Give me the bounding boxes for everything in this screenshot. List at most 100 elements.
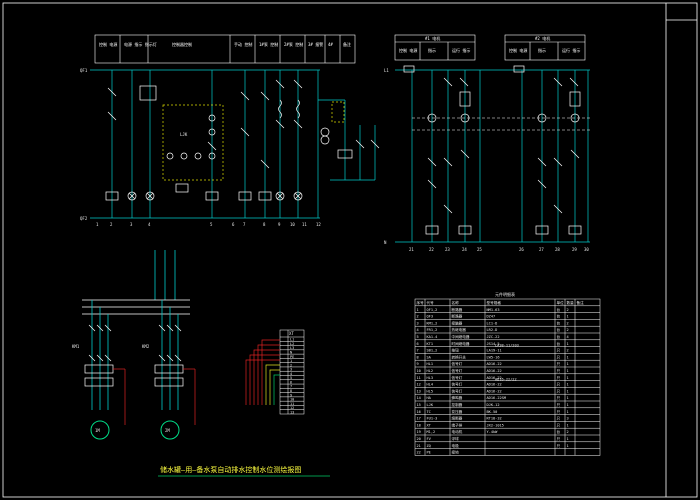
bom-cell: 10 — [417, 369, 421, 373]
bom-cell: 1 — [567, 444, 569, 448]
controller-box-label: LJK — [180, 132, 188, 137]
bom-cell: 熔断器 — [452, 416, 463, 421]
terminal-block-row: 9 — [290, 393, 292, 397]
bom-cell: 1 — [567, 423, 569, 427]
bom-cell: 14 — [417, 396, 421, 400]
bom-cell: TC — [427, 410, 431, 414]
bom-cell: 断路器 — [452, 314, 463, 319]
power-feed-lines — [154, 250, 176, 300]
bom-cell: 只 — [557, 396, 561, 400]
bom-cell: SA — [427, 355, 432, 359]
bom-cell: DZ47 — [487, 315, 496, 319]
terminal-block-row: 5 — [290, 376, 292, 380]
bom-cell: LC1-D — [487, 321, 498, 325]
bom-cell: 13 — [417, 389, 421, 393]
alarm-devices — [320, 101, 380, 159]
bom-cell: 9 — [417, 362, 419, 366]
terminal-block-row: L2 — [290, 342, 294, 346]
bom-cell: LJK — [427, 403, 434, 407]
bom-cell: 只 — [557, 417, 561, 421]
terminal-block-header: XT — [289, 331, 294, 336]
bom-cell: 20 — [417, 437, 421, 441]
bom-cell: 3 — [417, 321, 419, 325]
terminal-block-row: 1 — [290, 359, 292, 363]
pump2-branch — [161, 300, 179, 410]
bom-cell: 1 — [567, 389, 569, 393]
bom-cell: M1,2 — [427, 430, 436, 434]
bom-cell: 台 — [557, 341, 561, 346]
bom-grid — [414, 298, 601, 456]
bom-cell: 2 — [567, 430, 569, 434]
bom-cell: HL4 — [427, 383, 434, 387]
bom-cell: 只 — [557, 362, 561, 366]
terminal-block-row: 4 — [290, 372, 292, 376]
wl-buses — [395, 69, 590, 243]
bom-cell: 15 — [417, 403, 421, 407]
bom-cell: 只 — [557, 369, 561, 373]
bom-cell: QF3 — [427, 315, 434, 319]
bom-header-cell: 单位 — [557, 300, 565, 305]
bom-cell: 接地 — [452, 450, 460, 455]
wl-rungs — [411, 70, 589, 242]
wl2-header-cell-2: 运行 指示 — [562, 47, 580, 53]
wl-term-6: 27 — [539, 247, 544, 252]
terminal-block-row: 8 — [290, 389, 292, 393]
bom-cell: 中间继电器 — [452, 334, 470, 339]
bom-cell: 2 — [567, 321, 569, 325]
ctrl-term-5: 6 — [232, 222, 235, 227]
wl-interlock-lines — [412, 117, 590, 131]
ctrl-header-cell-1: 电源 指示 指示灯 — [124, 41, 157, 47]
wl2-header-cell-1: 指示 — [538, 47, 546, 53]
ctrl-term-7: 8 — [263, 222, 266, 227]
bom-cell: 只 — [557, 437, 561, 441]
bom-cell: JX2-1015 — [487, 423, 504, 427]
bom-cell: 接触器 — [452, 320, 463, 325]
bom-cell: 只 — [557, 355, 561, 359]
bom-cell: KM1,2 — [427, 321, 438, 325]
bom-cell: 台 — [557, 327, 561, 332]
bom-cell: 4 — [417, 328, 419, 332]
bom-cell: HL5 — [427, 389, 434, 393]
terminal-block-row: 6 — [290, 380, 292, 384]
bom-title: 元件明细表 — [495, 291, 515, 297]
terminal-block-row: 11 — [290, 402, 294, 406]
ctrl-header-cell-2: 控制器控制 — [172, 41, 192, 47]
bom-cell: 18 — [417, 423, 421, 427]
bom-cell: FU1-3 — [427, 417, 438, 421]
bom-cell: 只 — [557, 444, 561, 448]
terminal-block-row: N — [290, 351, 292, 355]
bom-cell: 5 — [417, 335, 419, 339]
wl-term-8: 29 — [572, 247, 577, 252]
ctrl-term-4: 5 — [210, 222, 213, 227]
bom-cell: Y-4kW — [487, 430, 499, 434]
wl-term-9: 30 — [584, 247, 589, 252]
bom-cell: KA1-4 — [427, 335, 438, 339]
bom-cell: HL2 — [427, 369, 434, 373]
bom-cell: 2 — [567, 308, 569, 312]
bom-cell: XT — [427, 423, 432, 427]
bom-cell: 11 — [417, 376, 421, 380]
bom-cell: 1 — [417, 308, 419, 312]
bom-cell: AD16-22 — [487, 389, 502, 393]
ctrl-header-cell-6: 3# 报警 — [308, 41, 323, 47]
motor-1-label: 1M — [95, 428, 100, 433]
bom-cell: 2 — [417, 315, 419, 319]
bom-cell: 1 — [567, 396, 569, 400]
bom-cell: 只 — [557, 423, 561, 427]
bom-cell: AD16-22SM — [487, 396, 507, 400]
bom-cell: 2 — [567, 328, 569, 332]
bom-cell: 信号灯 — [452, 382, 463, 387]
terminal-block-row: 13 — [290, 410, 294, 414]
bom-cell: 1 — [567, 410, 569, 414]
bom-cell: DJK-12 — [487, 403, 500, 407]
bom-cell: 按钮 — [452, 348, 460, 353]
wl2-header-table — [504, 34, 586, 61]
ctrl-term-2: 3 — [130, 222, 133, 227]
bom-cell: HL1 — [427, 362, 434, 366]
bom-cell: 1 — [567, 355, 569, 359]
ctrl-term-1: 2 — [110, 222, 113, 227]
bom-cell: FV — [427, 437, 432, 441]
bom-cell: 12 — [417, 383, 421, 387]
